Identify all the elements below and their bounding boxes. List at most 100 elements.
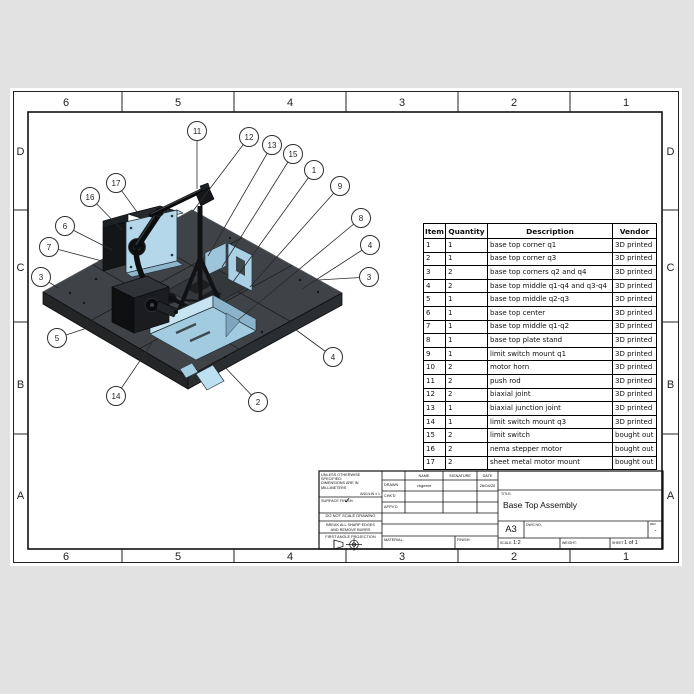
date-column-header: DATE (482, 473, 493, 478)
notes-line-1: UNLESS OTHERWISE SPECIFIED: (321, 472, 361, 481)
balloon-number-6: 6 (63, 222, 68, 231)
balloon-circle-3 (359, 267, 379, 287)
zone-row-left-D: D (17, 146, 25, 158)
bom-row-15-col-0: 15 (424, 429, 445, 442)
bom-row-9-col-3: 3D printed (613, 347, 656, 361)
bom-row-17-col-2: sheet metal motor mount (488, 456, 612, 470)
balloon-circle-12 (239, 127, 259, 147)
bom-row-2-col-1: 1 (446, 252, 487, 266)
balloon-circle-15 (283, 144, 303, 164)
bom-row-2-col-2: base top corner q3 (488, 252, 612, 266)
bom-row-14-col-3: 3D printed (613, 415, 656, 429)
break-edges-label-1: BREAK ALL SHARP EDGES (326, 522, 375, 527)
bom-row-5-col-2: base top middle q2-q3 (488, 293, 612, 306)
bom-row-2-col-0: 2 (424, 252, 445, 266)
signature-column-header: SIGNATURE (449, 473, 471, 478)
bom-row-14-col-0: 14 (424, 415, 445, 429)
bom-row-16-col-2: nema stepper motor (488, 442, 612, 456)
zone-col-bottom-4: 4 (287, 551, 293, 563)
bom-row-3-col-1: 2 (446, 266, 487, 279)
balloon-circle-11 (187, 121, 207, 141)
bom-row-11-col-2: push rod (488, 374, 612, 388)
motor-horn (155, 300, 179, 318)
balloon-number-17: 17 (112, 179, 121, 188)
limit-switch-mount-q3 (149, 294, 257, 361)
bom-row-5-col-1: 1 (446, 293, 487, 306)
bom-row-5-col-3: 3D printed (613, 293, 656, 306)
front-corner-bracket (195, 364, 225, 391)
material-label: MATERIAL: (384, 538, 404, 542)
balloon-number-8: 8 (359, 214, 364, 223)
balloon-leader-14 (115, 342, 153, 397)
scale-value: 1:2 (513, 540, 521, 546)
bom-row-12-col-3: 3D printed (613, 388, 656, 402)
bom-row-4-col-0: 4 (424, 279, 445, 293)
bom-row-6-col-1: 1 (446, 306, 487, 320)
zone-col-top-4: 4 (287, 97, 293, 109)
finish-label: FINISH: (457, 538, 471, 542)
balloon-circle-4 (360, 235, 380, 255)
balloon-leader-15 (221, 153, 294, 268)
bom-row-6-col-3: 3D printed (613, 306, 656, 320)
bom-row-8-col-0: 8 (424, 334, 445, 347)
bom-row-8-col-2: base top plate stand (488, 334, 612, 347)
bom-row-13-col-1: 1 (446, 402, 487, 415)
balloon-circle-2 (248, 392, 268, 412)
zone-col-bottom-1: 1 (623, 551, 629, 563)
balloon-leader-13 (207, 144, 273, 257)
zone-row-left-C: C (17, 262, 25, 274)
balloon-number-7: 7 (47, 243, 52, 252)
bom-header-item: Item (424, 224, 445, 238)
bom-row-10-col-2: motor horn (488, 361, 612, 374)
balloon-circle-17 (106, 173, 126, 193)
bom-row-14-col-1: 1 (446, 415, 487, 429)
bom-row-5-col-0: 5 (424, 293, 445, 306)
bom-row-9-col-0: 9 (424, 347, 445, 361)
balloon-number-3: 3 (367, 273, 372, 282)
bom-row-9-col-1: 1 (446, 347, 487, 361)
balloon-circle-14 (106, 386, 126, 406)
front-stepper-motor (111, 275, 179, 334)
bom-row-13-col-3: 3D printed (613, 402, 656, 415)
surface-finish-label: SURFACE FINISH: (321, 499, 354, 503)
bom-row-17-col-3: bought out (613, 456, 656, 470)
bom-row-15-col-3: bought out (613, 429, 656, 442)
bom-row-8-col-3: 3D printed (613, 334, 656, 347)
drawn-date-value: 26/04/20 (479, 482, 496, 488)
balloon-number-13: 13 (268, 141, 277, 150)
appvd-row-label: APPV'D (384, 505, 398, 509)
bom-row-15-col-1: 2 (446, 429, 487, 442)
balloon-number-4: 4 (368, 241, 373, 250)
bom-row-1-col-2: base top corner q1 (488, 239, 612, 252)
zone-col-bottom-3: 3 (399, 551, 405, 563)
notes-line-2: DIMENSIONS ARE IN MILLIMETERS (321, 481, 359, 490)
rev-label: REV (650, 522, 657, 526)
bom-row-9-col-2: limit switch mount q1 (488, 347, 612, 361)
sheet-number-value: 1 of 1 (624, 540, 638, 546)
name-column-header: NAME (418, 473, 430, 478)
bom-row-13-col-2: biaxial junction joint (488, 402, 612, 415)
zone-col-top-6: 6 (63, 97, 69, 109)
bom-row-1-col-1: 1 (446, 239, 487, 252)
drawing-title: Base Top Assembly (503, 500, 578, 510)
zone-col-top-5: 5 (175, 97, 181, 109)
balloon-circle-6 (55, 216, 75, 236)
zone-col-bottom-2: 2 (511, 551, 517, 563)
balloon-circle-4 (323, 347, 343, 367)
drawn-name-value: vhgeere (416, 482, 432, 488)
bom-row-7-col-0: 7 (424, 320, 445, 334)
bom-row-10-col-0: 10 (424, 361, 445, 374)
balloon-number-12: 12 (245, 133, 254, 142)
bom-row-3-col-0: 3 (424, 266, 445, 279)
bom-row-12-col-2: biaxial joint (488, 388, 612, 402)
scale-label: SCALE: (500, 541, 513, 545)
bom-row-13-col-0: 13 (424, 402, 445, 415)
balloon-leader-12 (192, 136, 250, 212)
bom-row-12-col-1: 2 (446, 388, 487, 402)
balloon-circle-5 (47, 328, 67, 348)
zone-col-bottom-6: 6 (63, 551, 69, 563)
